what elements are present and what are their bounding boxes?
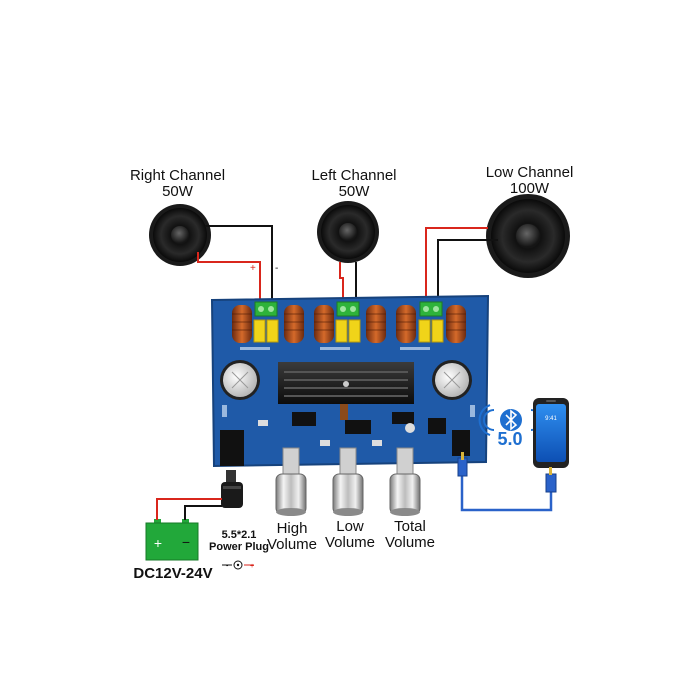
right-channel-label: Right Channel 50W bbox=[120, 168, 235, 200]
power-plug bbox=[221, 470, 243, 508]
dc-jack bbox=[220, 430, 244, 466]
low-channel-name: Low Channel bbox=[485, 164, 574, 181]
low-volume-knob[interactable] bbox=[332, 447, 364, 516]
smartphone: 9:41 bbox=[533, 398, 569, 468]
svg-text:-: - bbox=[226, 563, 229, 570]
low-channel-speaker bbox=[486, 194, 570, 278]
silkscreen bbox=[222, 347, 475, 417]
power-wire-positive bbox=[156, 498, 222, 520]
total-volume-label: Total Volume bbox=[380, 519, 440, 551]
low-volume-line2: Volume bbox=[324, 533, 376, 551]
low-channel-power: 100W bbox=[509, 179, 550, 197]
aux-cable bbox=[457, 452, 557, 512]
total-volume-line1: Total bbox=[394, 518, 426, 535]
phone-time: 9:41 bbox=[545, 416, 557, 422]
right-channel-power: 50W bbox=[162, 182, 193, 200]
battery-minus-sign: − bbox=[182, 534, 190, 550]
high-volume-line1: High bbox=[276, 520, 308, 537]
total-volume-knob[interactable] bbox=[389, 447, 421, 516]
low-volume-label: Low Volume bbox=[321, 519, 379, 551]
battery: + − bbox=[145, 519, 199, 561]
heatsink bbox=[278, 362, 414, 404]
film-capacitors bbox=[253, 319, 444, 343]
left-channel-name: Left Channel bbox=[311, 167, 397, 184]
right-wire-positive bbox=[197, 252, 261, 305]
aux-jack bbox=[452, 430, 470, 456]
high-volume-line2: Volume bbox=[266, 535, 318, 553]
right-channel-speaker bbox=[149, 204, 211, 266]
left-wire-positive bbox=[339, 262, 344, 305]
left-channel-power: 50W bbox=[338, 182, 370, 200]
high-volume-label: High Volume bbox=[264, 521, 320, 553]
speaker-terminals bbox=[254, 301, 443, 317]
power-plug-size: 5.5*2.1 bbox=[221, 529, 257, 541]
inductor-coils bbox=[232, 305, 466, 343]
low-volume-line1: Low bbox=[336, 518, 364, 535]
left-channel-label: Left Channel 50W bbox=[298, 168, 410, 200]
right-channel-name: Right Channel bbox=[129, 167, 226, 184]
total-volume-line2: Volume bbox=[384, 533, 436, 551]
battery-voltage-label: DC12V-24V bbox=[133, 565, 213, 582]
right-wire-negative bbox=[205, 225, 273, 305]
svg-text:+: + bbox=[250, 563, 254, 570]
left-channel-speaker bbox=[317, 201, 379, 263]
high-volume-knob[interactable] bbox=[275, 447, 307, 516]
low-wire-positive bbox=[425, 227, 488, 305]
low-wire-negative bbox=[437, 239, 498, 305]
polarity-minus: - bbox=[275, 263, 278, 274]
low-channel-label: Low Channel 100W bbox=[472, 165, 587, 197]
amplifier-board bbox=[210, 294, 490, 468]
power-wires bbox=[156, 498, 222, 520]
speaker-wires bbox=[197, 225, 498, 305]
power-plug-name: Power Plug bbox=[209, 540, 269, 553]
bluetooth-version: 5.0 bbox=[497, 429, 522, 449]
power-plug-label: 5.5*2.1 Power Plug bbox=[204, 529, 274, 553]
smd-components bbox=[258, 404, 464, 446]
plug-polarity-symbol: - + bbox=[222, 560, 254, 570]
battery-plus-sign: + bbox=[154, 535, 162, 551]
polarity-plus: + bbox=[250, 263, 256, 274]
electrolytic-capacitors bbox=[220, 360, 472, 400]
power-wire-negative bbox=[184, 505, 222, 520]
